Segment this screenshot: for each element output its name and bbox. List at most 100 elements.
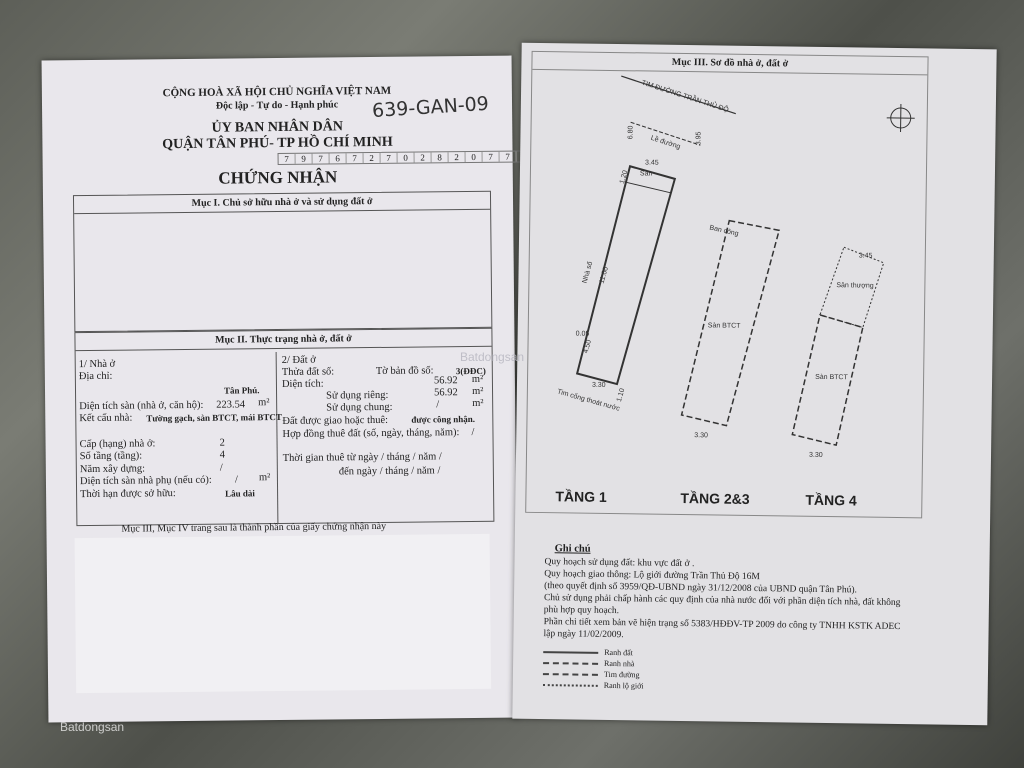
plan-terrace [819,246,885,329]
floor-1-label: TẦNG 1 [555,488,607,505]
notes-title: Ghi chú [554,543,591,555]
allocation-label: Đất được giao hoặc thuê: [282,414,389,427]
grade-label: Cấp (hạng) nhà ở: [79,438,156,451]
section-1-box: Mục I. Chủ sở hữu nhà ở và sử dụng đất ở [72,190,493,333]
redacted-area [74,533,492,694]
serial-digit: 2 [414,152,432,163]
section-2-box: Mục II. Thực trạng nhà ở, đất ở 1/ Nhà ở… [74,327,495,527]
serial-digit: 0 [465,151,483,163]
lease-from: Thời gian thuê từ ngày / tháng / năm / [282,451,442,464]
neighbor-label: Nhà số [580,260,595,284]
certificate-title: CHỨNG NHẬN [218,167,338,188]
notes-list: Quy hoạch sử dụng đất: khu vực đất ở .Qu… [543,556,901,645]
legend-line [542,673,598,676]
address-value: Tân Phú. [223,385,260,396]
serial-digit: 7 [380,152,398,163]
balcony-label: Ban công [709,224,739,237]
dimension-label: 3.95 [695,131,702,145]
aux-area-value: / [234,474,238,486]
serial-digit: 6 [329,153,347,164]
private-use-label: Sử dụng riêng: [326,389,389,402]
watermark: Batdongsan [460,350,525,364]
floors-value: 4 [219,449,225,461]
dimension-label: 3.30 [592,382,606,389]
serial-digit: 7 [312,153,330,164]
grade-value: 2 [219,437,225,449]
legend-label: Ranh nhà [604,658,635,669]
dimension-label: 3.45 [645,159,659,166]
shared-use-value: / [436,399,440,411]
curb-label: Lề đường [650,133,682,151]
serial-digit: 7 [346,153,364,164]
lease-contract-value: / [471,426,475,438]
serial-digit: 7 [499,151,517,162]
legend-item: Ranh lộ giới [542,679,644,691]
legend-label: Tim đường [603,669,640,680]
floors-label: Số tầng (tầng): [79,450,143,463]
private-use-value: 56.92 [433,387,458,399]
allocation-value: được công nhận. [411,413,476,425]
land-heading: 2/ Đất ở [281,354,316,366]
year-label: Năm xây dựng: [79,463,146,476]
slab-label: Sàn BTCT [815,374,848,381]
street-centerline [621,75,736,115]
parcel-label: Thửa đất số: [281,366,335,378]
serial-digit: 7 [482,151,500,162]
terrace-label: Sân thượng [836,282,874,290]
ownership-term-value: Lâu dài [225,488,255,499]
serial-digit: 8 [431,152,449,163]
ownership-term-label: Thời hạn được sở hữu: [80,488,176,501]
floor-area-label: Diện tích sàn (nhà ở, căn hộ): [79,399,204,413]
legend-line [543,662,599,665]
yard-line [625,181,671,194]
yard-label: Sân [640,170,653,177]
footer-note: Mục III, Mục IV trang sau là thành phần … [121,520,387,535]
plan-floor-2-3 [680,219,781,427]
dimension-label: 3.30 [809,452,823,459]
address-label: Địa chỉ: [78,370,113,383]
section-2-title: Mục II. Thực trạng nhà ở, đất ở [75,328,492,352]
certificate-left-page: CỘNG HOÀ XÃ HỘI CHỦ NGHĨA VIỆT NAM Độc l… [41,55,535,723]
plan-floor-1 [575,165,677,386]
floor-plan-diagram: TIM ĐƯỜNG TRẦN THỦ ĐỘ Lề đường Sân 3.45 … [556,75,915,459]
serial-digit: 2 [448,152,466,163]
dimension-label: 3.45 [859,252,873,259]
structure-label: Kết cấu nhà: [79,412,133,425]
legend-label: Ranh lộ giới [603,680,644,691]
dimension-label: 11.00 [599,266,610,284]
unit: m² [258,397,270,409]
structure-value: Tường gạch, sàn BTCT, mái BTCT [146,411,282,424]
drain-label: Tim cống thoát nước [556,387,621,413]
area-value: 56.92 [433,375,458,387]
legend-label: Ranh đất [604,647,633,658]
dimension-label: 3.30 [694,432,708,439]
slab-label: Sàn BTCT [708,322,741,329]
dimension-label: 1.10 [616,388,626,403]
aux-area-label: Diện tích sàn nhà phụ (nếu có): [79,474,212,488]
section-1-title: Mục I. Chủ sở hữu nhà ở và sử dụng đất ở [73,191,491,215]
lease-to: đến ngày / tháng / năm / [338,465,441,478]
dimension-label: 4.50 [583,339,593,354]
unit: m² [471,385,484,397]
legend-line [543,651,599,655]
serial-number: 797672702820777 [277,150,535,166]
serial-digit: 0 [397,152,415,163]
serial-digit: 2 [363,152,381,164]
floor-2-3-label: TẦNG 2&3 [680,489,750,507]
floor-area-value: 223.54 [216,399,246,411]
unit: m² [472,397,484,409]
dimension-label: 6.80 [627,125,634,139]
plan-floor-4 [791,313,864,447]
curb-line [630,121,701,146]
dimension-label: 0.05 [576,330,590,337]
serial-digit: 7 [278,153,296,165]
serial-digit: 9 [295,153,313,164]
floor-4-label: TẦNG 4 [805,491,857,509]
dimension-label: 1.20 [619,170,629,185]
house-heading: 1/ Nhà ở [78,358,116,371]
unit: m² [258,472,271,484]
area-label: Diện tích: [281,378,324,390]
unit: m² [471,373,484,385]
lease-contract-label: Hợp đồng thuê đất (số, ngày, tháng, năm)… [282,427,460,440]
